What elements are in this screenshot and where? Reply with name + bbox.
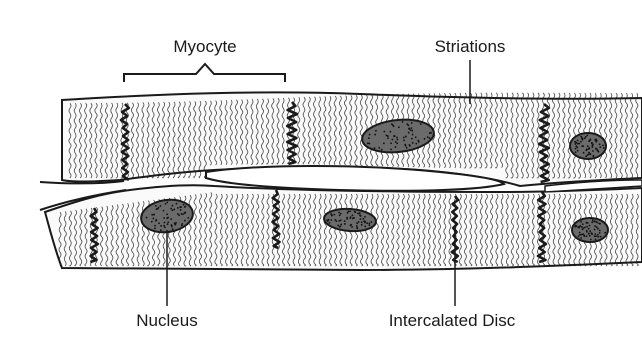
nucleus-stipple (596, 222, 598, 224)
nucleus-stipple (594, 139, 596, 141)
nucleus-stipple (575, 151, 577, 153)
nucleus-stipple (597, 236, 599, 238)
nucleus-stipple (588, 233, 590, 235)
nucleus-stipple (593, 155, 595, 157)
nucleus-stipple (588, 147, 590, 149)
nucleus-stipple (576, 225, 578, 227)
nucleus-stipple (580, 136, 582, 138)
nucleus-stipple (595, 148, 597, 150)
nucleus-stipple (592, 144, 594, 146)
nucleus-stipple (594, 235, 596, 237)
nucleus-stipple (595, 239, 597, 241)
myocyte-label: Myocyte (173, 37, 236, 56)
nucleus-stipple (590, 153, 592, 155)
nucleus-stipple (578, 143, 580, 145)
nucleus-stipple (592, 146, 594, 148)
nucleus-stipple (594, 220, 596, 222)
nucleus-stipple (580, 237, 582, 239)
nucleus-stipple (582, 139, 584, 141)
nucleus-stipple (594, 225, 596, 227)
nucleus-stipple (583, 234, 585, 236)
nucleus-stipple (592, 150, 594, 152)
nucleus-stipple (596, 226, 598, 228)
nucleus-stipple (599, 143, 601, 145)
nucleus-stipple (584, 227, 586, 229)
nucleus-stipple (590, 239, 592, 241)
nucleus-stipple (586, 222, 588, 224)
nucleus-stipple (575, 148, 577, 150)
nucleus-stipple (589, 225, 591, 227)
nucleus-stipple (584, 137, 586, 139)
nucleus-stipple (594, 229, 596, 231)
nucleus-stipple (586, 149, 588, 151)
nucleus-stipple (587, 145, 589, 147)
intercalated-disc-label: Intercalated Disc (389, 311, 516, 330)
nucleus-stipple (586, 226, 588, 228)
nucleus-stipple (581, 234, 583, 236)
nucleus-stipple (582, 223, 584, 225)
nucleus-4 (570, 133, 606, 159)
nucleus-stipple (599, 230, 601, 232)
nucleus-body (572, 218, 608, 242)
nucleus-stipple (582, 229, 584, 231)
striations-label: Striations (435, 37, 506, 56)
nucleus-stipple (603, 147, 605, 149)
nucleus-stipple (579, 232, 581, 234)
nucleus-stipple (581, 226, 583, 228)
nucleus-stipple (594, 233, 596, 235)
nucleus-stipple (586, 135, 588, 137)
nucleus-stipple (574, 143, 576, 145)
nucleus-stipple (586, 235, 588, 237)
nucleus-stipple (598, 223, 600, 225)
nucleus-stipple (580, 141, 582, 143)
nucleus-stipple (577, 150, 579, 152)
nucleus-stipple (579, 227, 581, 229)
nucleus-stipple (592, 219, 594, 221)
nucleus-stipple (604, 232, 606, 234)
nucleus-stipple (580, 221, 582, 223)
nucleus-stipple (597, 234, 599, 236)
nucleus-stipple (591, 221, 593, 223)
nucleus-stipple (576, 147, 578, 149)
nucleus-stipple (578, 235, 580, 237)
nucleus-stipple (579, 225, 581, 227)
nucleus-stipple (600, 236, 602, 238)
nucleus-stipple (589, 230, 591, 232)
nucleus-stipple (577, 140, 579, 142)
nucleus-5 (572, 218, 608, 242)
nucleus-stipple (582, 145, 584, 147)
nucleus-stipple (588, 153, 590, 155)
nucleus-stipple (579, 234, 581, 236)
nucleus-stipple (585, 155, 587, 157)
nucleus-stipple (602, 145, 604, 147)
myocyte-bracket (124, 64, 285, 82)
nucleus-stipple (595, 141, 597, 143)
nucleus-stipple (599, 232, 601, 234)
nucleus-stipple (585, 136, 587, 138)
nucleus-stipple (586, 230, 588, 232)
muscle-fibers (40, 92, 642, 270)
nucleus-stipple (588, 228, 590, 230)
nucleus-stipple (588, 152, 590, 154)
nucleus-stipple (597, 228, 599, 230)
nucleus-stipple (583, 152, 585, 154)
nucleus-label: Nucleus (136, 311, 197, 330)
nucleus-stipple (599, 146, 601, 148)
nucleus-stipple (590, 138, 592, 140)
nucleus-stipple (591, 233, 593, 235)
nucleus-stipple (589, 235, 591, 237)
